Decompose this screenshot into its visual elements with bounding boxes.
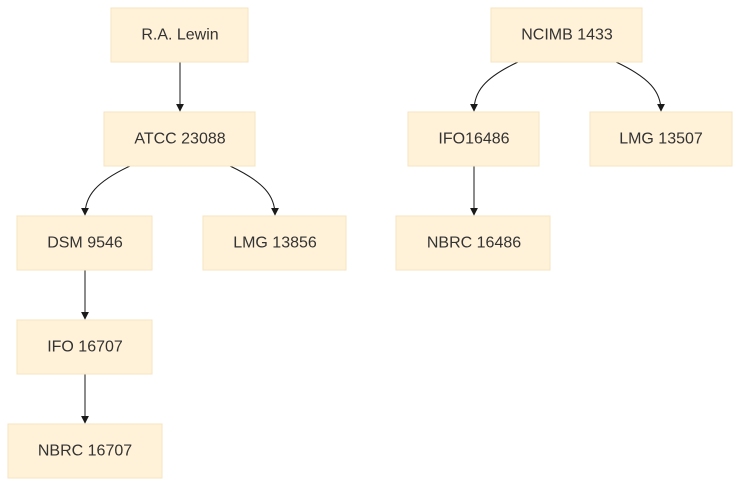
node-ncimb-1433-label: NCIMB 1433	[521, 27, 613, 44]
node-lmg-13507: LMG 13507	[589, 111, 733, 167]
edge-ncimb-1433-to-lmg-13507	[615, 61, 665, 112]
node-nbrc-16486: NBRC 16486	[395, 215, 551, 271]
node-nbrc-16707-label: NBRC 16707	[38, 443, 132, 460]
node-dsm-9546-label: DSM 9546	[47, 235, 123, 252]
node-ifo16486-label: IFO16486	[438, 131, 509, 148]
node-nbrc-16707: NBRC 16707	[7, 423, 163, 479]
edge-ncimb-1433-to-ifo16486	[470, 61, 519, 112]
node-dsm-9546: DSM 9546	[16, 215, 153, 271]
node-lmg-13856-label: LMG 13856	[233, 235, 317, 252]
node-ifo-16707: IFO 16707	[16, 319, 153, 375]
node-atcc-23088-label: ATCC 23088	[134, 131, 225, 148]
node-lmg-13507-label: LMG 13507	[619, 131, 703, 148]
edge-atcc-23088-to-lmg-13856	[229, 165, 279, 216]
node-ncimb-1433: NCIMB 1433	[490, 7, 643, 63]
node-atcc-23088: ATCC 23088	[103, 111, 256, 167]
node-ra-lewin: R.A. Lewin	[110, 7, 249, 63]
node-nbrc-16486-label: NBRC 16486	[427, 235, 521, 252]
node-ra-lewin-label: R.A. Lewin	[141, 27, 218, 44]
node-ifo16486: IFO16486	[407, 111, 540, 167]
node-ifo-16707-label: IFO 16707	[47, 339, 123, 356]
node-lmg-13856: LMG 13856	[202, 215, 347, 271]
edge-atcc-23088-to-dsm-9546	[81, 165, 131, 216]
